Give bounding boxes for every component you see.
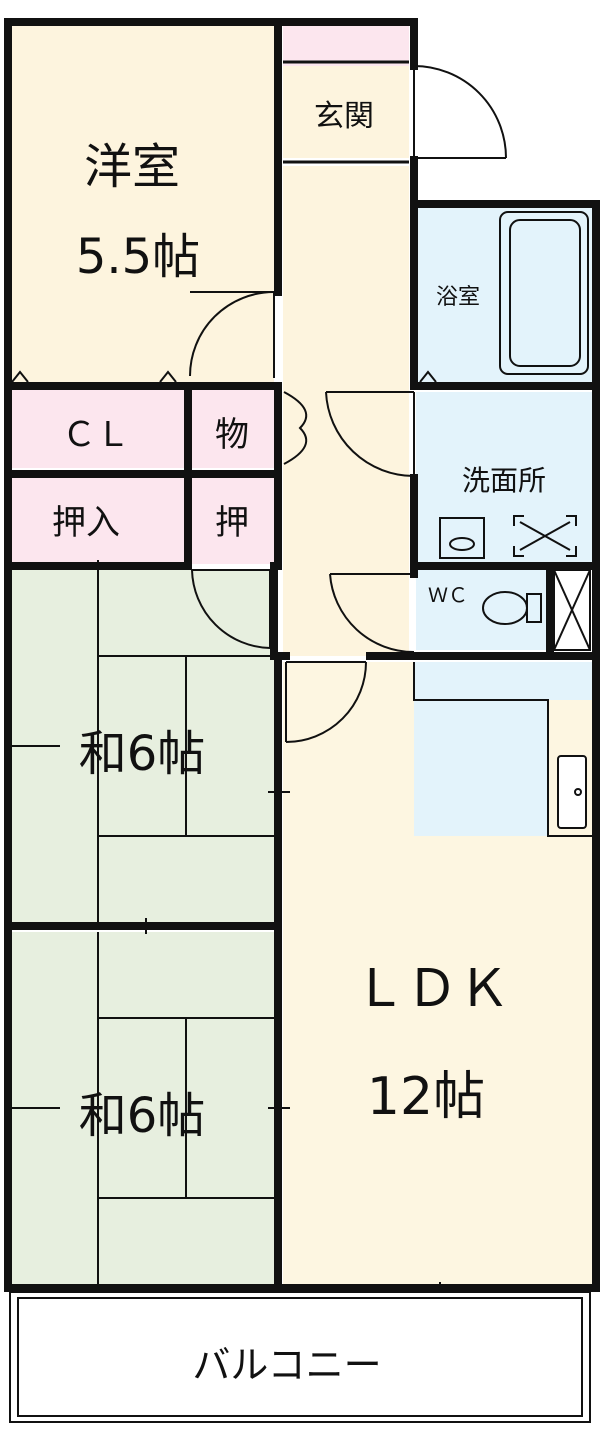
oshiire-1-fill — [10, 478, 186, 564]
ldk-name: ＬＤＫ — [354, 959, 510, 1019]
kitchen-drain — [574, 788, 582, 796]
bathtub-inner — [509, 219, 581, 367]
entrance-pink-fill — [283, 26, 409, 66]
washer-space-icon — [513, 515, 577, 557]
bath-fill — [416, 208, 592, 384]
wc-fill — [416, 570, 546, 650]
western-room-name: 洋室 — [84, 139, 180, 195]
balcony-inner — [17, 1297, 583, 1417]
thin-walls — [283, 60, 409, 164]
western-room-fill — [10, 26, 274, 382]
washroom-fill — [416, 392, 592, 562]
kitchen-counter-outline — [413, 662, 592, 837]
oshiire-1-label: 押入 — [52, 503, 120, 543]
washroom-label: 洗面所 — [462, 464, 546, 497]
washbasin — [439, 517, 485, 559]
sliding-markers — [11, 370, 452, 1296]
washbasin-bowl — [449, 537, 475, 551]
wc-label: ＷＣ — [428, 583, 468, 607]
storage-label: 物 — [215, 415, 249, 455]
western-room-size: 5.5帖 — [76, 229, 200, 285]
entrance-label: 玄関 — [314, 99, 374, 134]
toilet-icon — [482, 591, 542, 625]
storage-fill — [190, 390, 274, 468]
kitchen-sink — [557, 755, 587, 829]
bathtub — [499, 211, 589, 375]
closet-label: ＣＬ — [62, 415, 130, 455]
entrance-fill — [283, 66, 409, 158]
oshiire-2-label: 押 — [215, 503, 249, 543]
doors — [189, 65, 507, 743]
tatami-lines — [10, 570, 274, 1285]
balcony-outline — [9, 1291, 591, 1423]
balcony-label: バルコニー — [192, 1343, 381, 1387]
oshiire-2-fill — [190, 478, 274, 564]
ldk-size: 12帖 — [367, 1067, 485, 1127]
hallway-fill — [283, 166, 409, 656]
pipe-space — [553, 569, 591, 651]
closet-fill — [10, 390, 186, 468]
japanese-1-label: 和6帖 — [79, 726, 206, 782]
japanese-2-label: 和6帖 — [79, 1088, 206, 1144]
bath-label: 浴室 — [436, 285, 480, 310]
